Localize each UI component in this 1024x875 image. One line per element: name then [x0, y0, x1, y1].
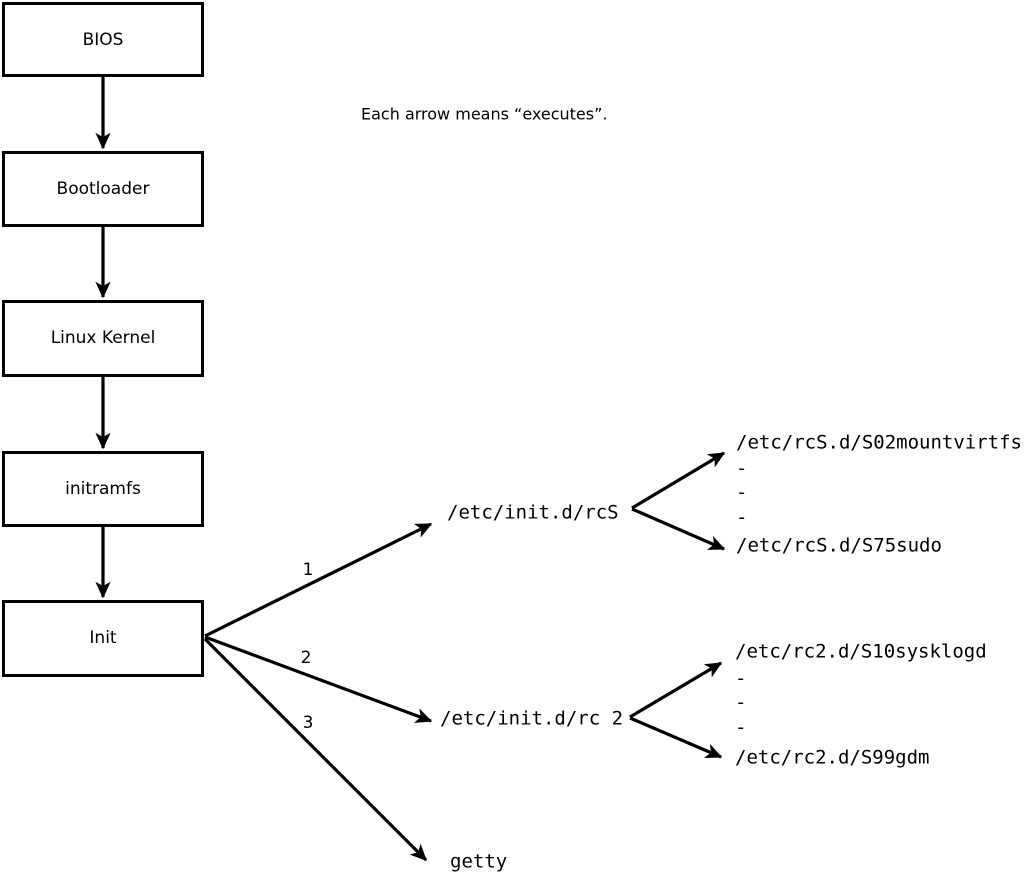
rc2-ellipsis-dash-1: -	[735, 668, 746, 690]
rc2-ellipsis-dash-2: -	[735, 692, 746, 714]
bios-label: BIOS	[83, 30, 124, 50]
node-linux-kernel: Linux Kernel	[2, 300, 204, 377]
bios-box	[2, 2, 204, 77]
node-init: Init	[2, 600, 204, 677]
init-box	[2, 600, 204, 677]
arrow-rcs-to-last-script	[631, 507, 726, 551]
initramfs-box	[2, 451, 204, 527]
linux-kernel-box	[2, 300, 204, 377]
label-rc2-last-script: /etc/rc2.d/S99gdm	[735, 747, 929, 769]
diagram-caption: Each arrow means “executes”.	[361, 105, 607, 124]
label-getty: getty	[450, 851, 507, 873]
edge-number-1: 1	[303, 560, 314, 580]
label-rc2-first-script: /etc/rc2.d/S10sysklogd	[735, 641, 987, 663]
arrow-rc2-to-last-script	[629, 716, 723, 759]
arrow-init-to-getty	[203, 637, 428, 862]
label-rcs-first-script: /etc/rcS.d/S02mountvirtfs	[736, 432, 1022, 454]
bootloader-box	[2, 151, 204, 227]
linux-kernel-label: Linux Kernel	[51, 328, 156, 348]
label-rcs-last-script: /etc/rcS.d/S75sudo	[736, 535, 942, 557]
node-initramfs: initramfs	[2, 451, 204, 527]
label-init-d-rcs: /etc/init.d/rcS	[447, 502, 619, 524]
arrow-init-to-rc2	[204, 635, 433, 723]
rcs-ellipsis-dash-1: -	[736, 458, 747, 480]
rcs-ellipsis-dash-3: -	[736, 507, 747, 529]
arrow-init-to-rcs	[204, 522, 433, 638]
init-label: Init	[89, 628, 117, 648]
node-bios: BIOS	[2, 2, 204, 77]
rc2-ellipsis-dash-3: -	[735, 717, 746, 739]
arrow-rcs-to-first-script	[631, 451, 726, 510]
node-bootloader: Bootloader	[2, 151, 204, 227]
edge-number-3: 3	[303, 713, 314, 733]
edge-number-2: 2	[301, 648, 312, 668]
bootloader-label: Bootloader	[57, 179, 150, 199]
label-init-d-rc2: /etc/init.d/rc 2	[440, 708, 623, 730]
arrow-rc2-to-first-script	[629, 661, 723, 719]
rcs-ellipsis-dash-2: -	[736, 482, 747, 504]
initramfs-label: initramfs	[65, 479, 141, 499]
